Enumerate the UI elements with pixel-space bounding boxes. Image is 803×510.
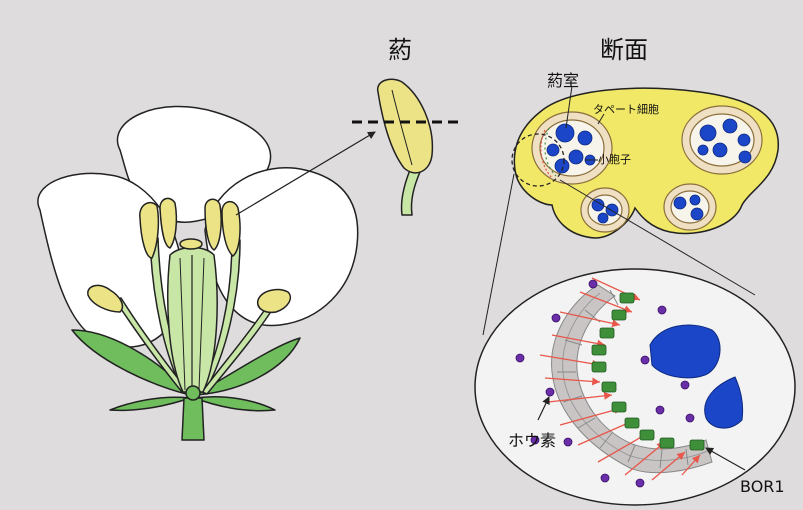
receptacle <box>186 386 200 400</box>
label-tapetum-cells: タペート細胞 <box>593 103 659 116</box>
flower-stem <box>182 398 204 440</box>
label-boron: ホウ素 <box>508 431 556 450</box>
label-bor1: BOR1 <box>740 477 785 496</box>
microspore-large <box>650 325 720 378</box>
label-anther: 葯 <box>388 36 412 64</box>
label-microspore: 小胞子 <box>598 153 631 166</box>
locule-top-left <box>532 112 612 184</box>
stigma <box>180 239 202 249</box>
zoom-detail <box>475 269 795 505</box>
label-cross-section: 断面 <box>600 36 648 64</box>
locule-bottom-left <box>581 188 629 232</box>
locule-bottom-right <box>664 184 716 230</box>
label-locule: 葯室 <box>547 71 579 90</box>
